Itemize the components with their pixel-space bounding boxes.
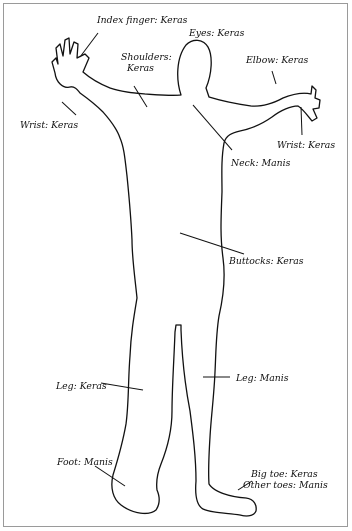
label-big-toe: Big toe: Keras: [250, 469, 318, 480]
leader-leg-left: [101, 383, 143, 390]
leader-elbow: [272, 71, 276, 84]
leader-wrist-right: [301, 107, 302, 135]
leader-foot: [95, 466, 125, 486]
label-foot: Foot: Manis: [56, 457, 113, 468]
label-other-toes: Other toes: Manis: [243, 480, 328, 491]
label-shoulders-1: Shoulders:: [121, 52, 172, 63]
leader-wrist-left: [62, 102, 76, 115]
label-leg-left: Leg: Keras: [55, 381, 107, 392]
label-eyes: Eyes: Keras: [188, 28, 245, 39]
leader-buttocks: [180, 233, 244, 254]
body-outline: [52, 38, 320, 516]
label-index-finger: Index finger: Keras: [96, 15, 188, 26]
label-elbow: Elbow: Keras: [245, 55, 309, 66]
leader-neck: [193, 105, 232, 150]
label-buttocks: Buttocks: Keras: [228, 256, 304, 267]
leader-shoulders: [134, 86, 147, 107]
label-wrist-right: Wrist: Keras: [277, 140, 335, 151]
leader-index-finger: [80, 33, 98, 57]
label-wrist-left: Wrist: Keras: [20, 120, 78, 131]
label-shoulders-2: Keras: [126, 63, 154, 74]
label-neck: Neck: Manis: [230, 158, 291, 169]
label-leg-right: Leg: Manis: [235, 373, 289, 384]
